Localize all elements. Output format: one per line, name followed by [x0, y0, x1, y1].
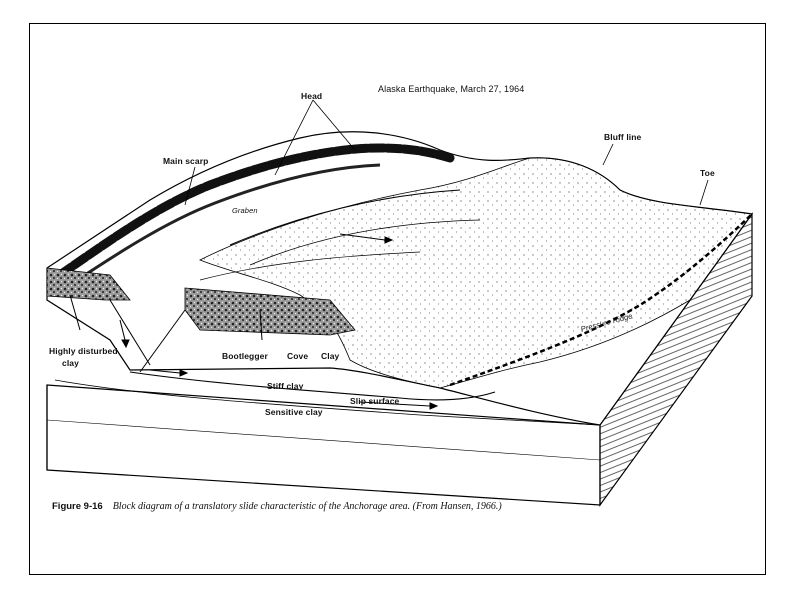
- figure-number: Figure 9-16: [52, 501, 103, 512]
- label-stiff-clay: Stiff clay: [267, 381, 303, 391]
- label-bootlegger: Bootlegger: [222, 351, 268, 361]
- caption-text: Block diagram of a translatory slide cha…: [113, 501, 502, 512]
- label-graben: Graben: [232, 206, 258, 215]
- label-sensitive-clay: Sensitive clay: [265, 407, 323, 417]
- diagram-title: Alaska Earthquake, March 27, 1964: [378, 84, 524, 94]
- label-bluff-line: Bluff line: [604, 132, 641, 142]
- label-highly-disturbed-clay-2: clay: [62, 358, 79, 368]
- label-main-scarp: Main scarp: [163, 156, 208, 166]
- label-highly-disturbed-clay-1: Highly disturbed: [49, 346, 118, 356]
- label-cove: Cove: [287, 351, 308, 361]
- label-slip-surface: Slip surface: [350, 396, 399, 406]
- label-clay: Clay: [321, 351, 339, 361]
- figure-caption: Figure 9-16 Block diagram of a translator…: [52, 500, 572, 513]
- label-head: Head: [301, 91, 322, 101]
- label-toe: Toe: [700, 168, 715, 178]
